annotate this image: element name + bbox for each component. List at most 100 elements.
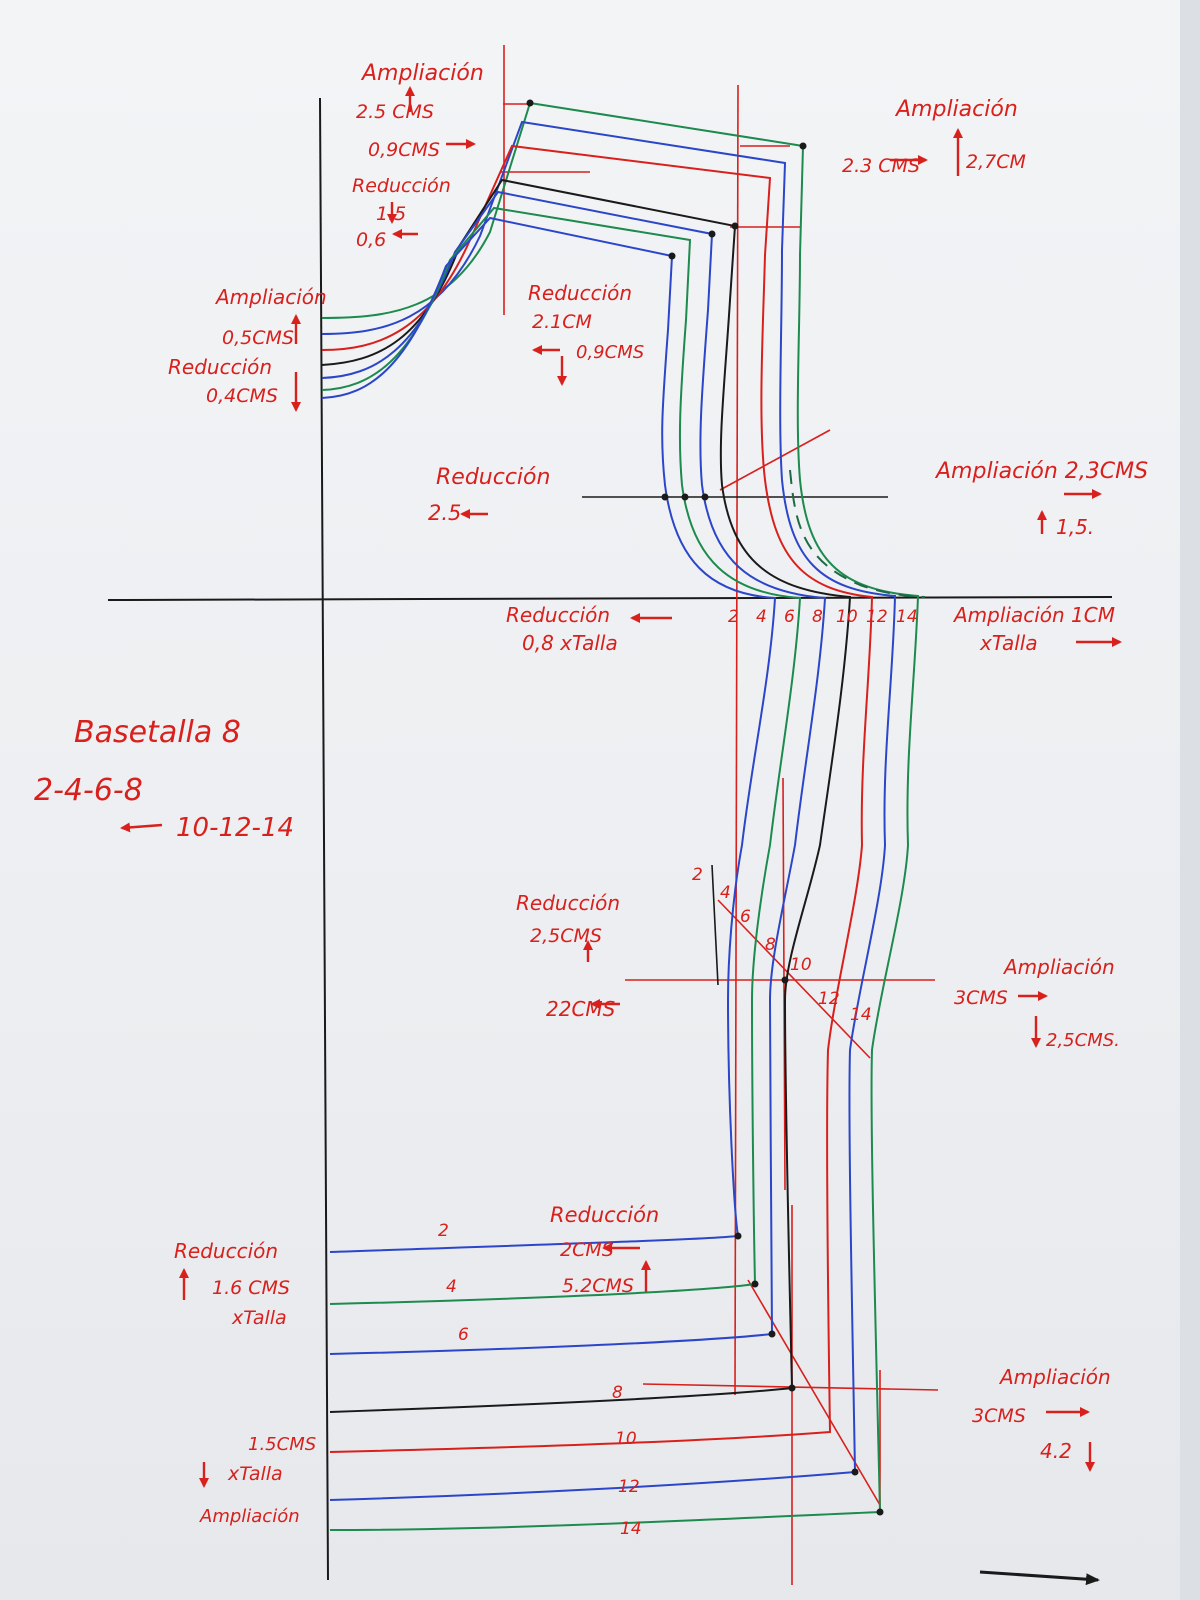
hem-mark-14: 14 [620,1519,642,1539]
label-neckline-red: Reducción [168,355,272,379]
point-hem-4 [751,1280,759,1288]
point-hem-14 [876,1508,884,1516]
waist-mark-4: 4 [720,883,731,903]
waist-mark-10: 10 [790,955,812,975]
waist-size-marks: 2 4 6 8 10 12 14 [692,865,872,1025]
label-armhole-mid-red-val: 2.5 [428,501,461,525]
waist-mark-12: 12 [818,989,840,1009]
chest-mark-12: 12 [866,607,888,627]
chest-mark-8: 8 [812,607,823,627]
label-waist-amp-val: 3CMS [954,987,1008,1009]
chest-mark-10: 10 [836,607,858,627]
armhole-grade-line [719,429,831,491]
label-length-amp-val: 1.5CMS [248,1434,316,1455]
label-shoulder-left: 2.3 CMS [842,155,920,177]
waist-guide-vertical [782,777,786,1191]
grade-points [526,99,884,1516]
chest-size-marks: 2 4 6 8 10 12 14 [728,607,918,627]
label-shoulder-up: 2,7CM [966,151,1026,173]
label-hem-amp: Ampliación [998,1365,1111,1389]
label-length-red-per: xTalla [231,1307,287,1329]
label-shoulder-amp: Ampliación [894,97,1018,122]
waist-mark-6: 6 [740,907,751,927]
label-neck-amp-val: 2.5 CMS [356,101,434,123]
label-hem-red-val: 2CMS [560,1239,614,1261]
label-waist-red: Reducción [516,891,620,915]
label-armhole-mid-amp-up: 1,5. [1056,515,1094,539]
label-hem-red-up: 5.2CMS [562,1275,634,1297]
label-neck-amp: Ampliación [360,61,484,86]
label-armhole-mid-amp: Ampliación 2,3CMS [934,459,1148,484]
center-front-line [319,97,329,1581]
arrow-left-sizes [120,822,163,833]
label-neckline-amp-val: 0,5CMS [222,327,294,349]
label-armhole-mid-red: Reducción [436,465,550,490]
point-hem-2 [734,1232,742,1240]
point-waist-8 [781,976,789,984]
point-shoulder-6 [708,230,716,238]
outline-size-14 [321,101,920,1531]
chest-mark-14: 14 [896,607,918,627]
label-chest-red: Reducción [506,603,610,627]
label-chest-amp-val: xTalla [979,631,1038,655]
hem-size-marks: 2 4 6 8 10 12 14 [438,1221,642,1539]
point-armhole-6 [701,493,709,501]
label-waist-amp: Ampliación [1002,955,1115,979]
label-length-amp: Ampliación [199,1506,300,1527]
waist-grade-line [717,899,871,1059]
point-shoulder-14 [799,142,807,150]
hem-grade-line [747,1279,881,1506]
size-outlines [321,101,926,1531]
size-sequence-small: 2-4-6-8 [34,773,143,808]
waist-tick [711,864,719,986]
label-hem-amp-val: 3CMS [972,1405,1026,1427]
point-hem-6 [768,1330,776,1338]
label-waist-amp-down: 2,5CMS. [1046,1030,1120,1051]
point-armhole-4 [681,493,689,501]
point-hem-12 [851,1468,859,1476]
waist-mark-14: 14 [850,1005,872,1025]
label-armhole-red: Reducción [528,281,632,305]
annotation-arrows [120,86,1122,1488]
hem-mark-2: 2 [438,1221,449,1241]
chest-mark-6: 6 [784,607,795,627]
base-title: Basetalla 8 [74,715,241,750]
waist-mark-8: 8 [765,935,776,955]
page-edge [1180,0,1200,1600]
label-armhole-red-val: 2.1CM [532,311,592,333]
outline-size-6 [321,190,827,1355]
outline-dashed-armhole [789,469,926,598]
hem-mark-12: 12 [618,1477,640,1497]
label-neck-red-side: 0,6 [356,229,386,251]
chest-mark-2: 2 [728,607,739,627]
label-neckline-amp: Ampliación [214,285,327,309]
label-neck-red: Reducción [352,175,451,197]
point-hem-8 [788,1384,796,1392]
label-neck-red-val: 1.5 [376,203,406,225]
chest-line [107,596,1113,601]
label-armhole-red-side: 0,9CMS [576,342,644,363]
chest-mark-4: 4 [756,607,767,627]
point-shoulder-8 [731,222,739,230]
direction-arrow [979,1570,1100,1586]
side-guide-vertical [734,84,739,1396]
label-hem-red: Reducción [550,1203,659,1227]
red-guides [500,45,939,1585]
label-length-red: Reducción [174,1239,278,1263]
label-neckline-red-val: 0,4CMS [206,385,278,407]
label-waist-red-val: 2,5CMS [530,925,602,947]
point-neck-14 [526,99,534,107]
outline-size-2 [321,216,777,1253]
point-shoulder-2 [668,252,676,260]
size-sequence-large: 10-12-14 [176,813,294,843]
waist-mark-2: 2 [692,865,703,885]
label-neck-side: 0,9CMS [368,139,440,161]
annotation-labels: Ampliación 2.5 CMS 0,9CMS Reducción 1.5 … [34,61,1148,1527]
label-chest-amp: Ampliación 1CM [952,603,1115,627]
outline-size-12 [321,120,897,1501]
label-length-red-val: 1.6 CMS [212,1277,290,1299]
label-waist-red-side: 22CMS [546,997,616,1021]
hem-mark-10: 10 [615,1429,637,1449]
